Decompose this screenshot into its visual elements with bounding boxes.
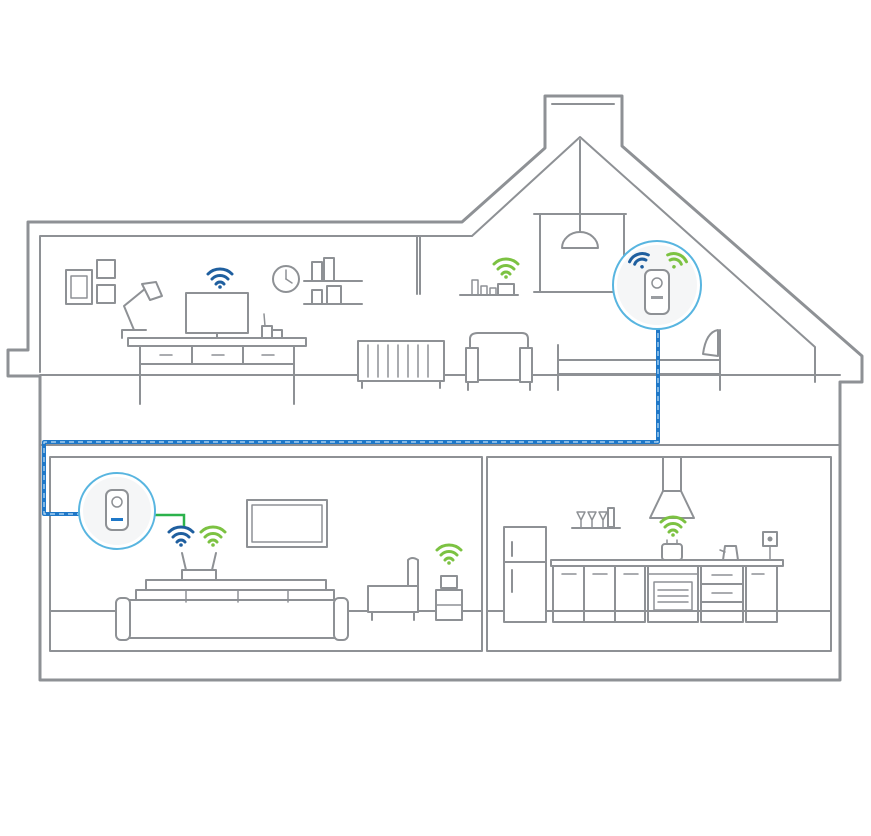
wifi-icon [659, 515, 687, 537]
radiator [357, 340, 445, 389]
wine-glasses [571, 507, 621, 529]
sofa [115, 589, 349, 641]
power-socket [762, 531, 778, 561]
wifi-icon [206, 267, 234, 289]
powerline-adapter-base [78, 472, 156, 550]
upper-bedroom [357, 139, 721, 391]
range-hood [649, 456, 695, 519]
wifi-icon [628, 252, 650, 269]
clock-icon [272, 265, 300, 293]
picture-frame-small [96, 259, 116, 279]
house-outline [6, 94, 864, 682]
picture-frame-small [96, 284, 116, 304]
ethernet-cable [152, 513, 186, 526]
legend [44, 707, 630, 713]
powerline-adapter-icon [105, 489, 129, 531]
wifi-extender-adapter [612, 240, 702, 330]
kitchen [503, 456, 784, 623]
fridge [503, 526, 547, 623]
armchair [465, 332, 533, 391]
wifi-icon [492, 257, 520, 279]
picture-frame [65, 269, 93, 305]
living-room [115, 499, 463, 641]
wifi-icon [666, 252, 688, 269]
side-table [435, 575, 463, 621]
armchair [367, 557, 419, 621]
upper-office [65, 257, 363, 405]
powerline-adapter-icon [644, 269, 670, 315]
monitor-icon [185, 292, 249, 339]
toaster [661, 539, 683, 561]
wall-shelf [303, 257, 363, 305]
powerline-cable [42, 306, 660, 516]
desk [127, 337, 307, 405]
desk-lamp-icon [121, 281, 163, 339]
wifi-icon [167, 525, 195, 547]
tv-icon [246, 499, 328, 548]
kettle-icon [719, 545, 739, 561]
wifi-icon [435, 543, 463, 565]
ceiling-lamp-icon [561, 139, 599, 249]
pen-cup [261, 313, 283, 339]
router-icon [181, 552, 217, 581]
wifi-icon [199, 525, 227, 547]
kitchen-counter [550, 559, 784, 623]
shelf-items [459, 279, 519, 296]
bed [557, 329, 721, 391]
